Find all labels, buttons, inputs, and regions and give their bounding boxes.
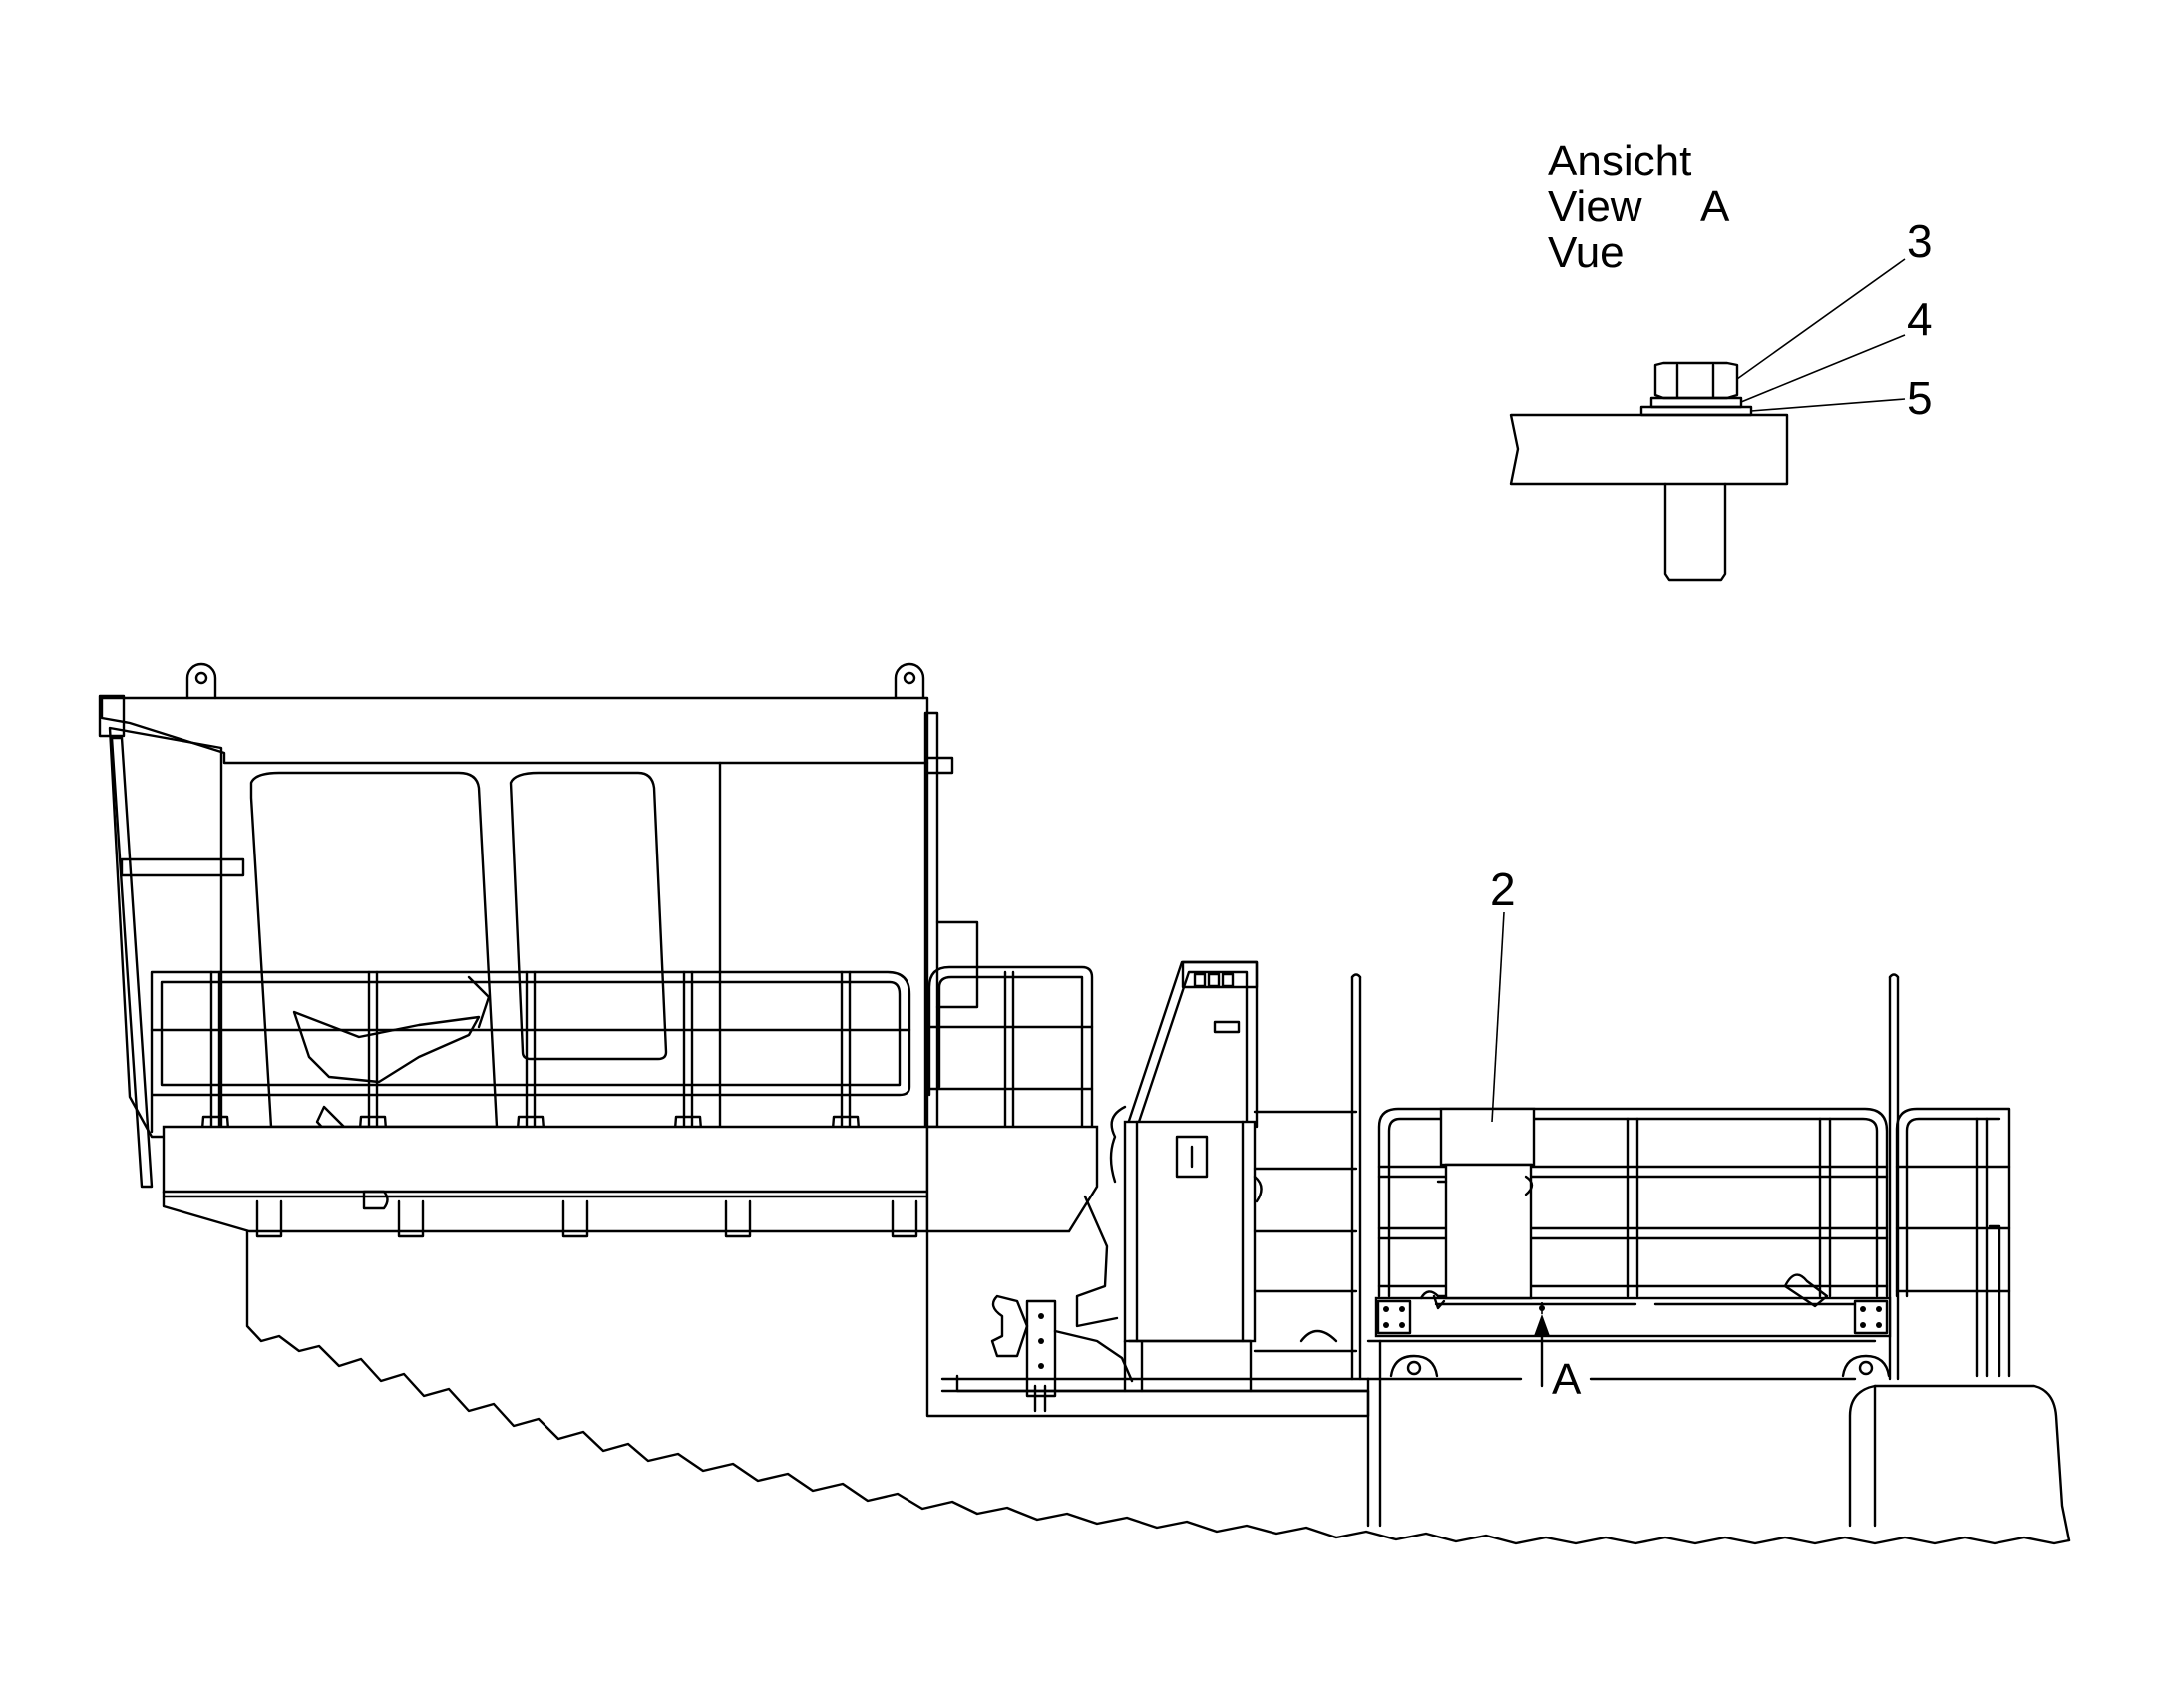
view-marker-a: A (1552, 1355, 1582, 1404)
panel-display (1213, 1020, 1241, 1034)
cab-side-handle (120, 857, 245, 877)
deck-lamp (362, 1190, 389, 1210)
column-lock (1175, 1135, 1209, 1179)
control-panel-top (1181, 960, 1259, 989)
deck-eye-left (1389, 1354, 1439, 1378)
callout-4: 4 (1907, 293, 1933, 345)
column-foot (1123, 1339, 1253, 1393)
machine-side-view: 2 A (98, 662, 2071, 1545)
deck-brackets (255, 1199, 918, 1238)
ground-break-line (245, 1229, 2071, 1545)
step-railing (1253, 1110, 1358, 1353)
mid-railing (927, 965, 1094, 1134)
end-railing (1895, 1107, 2011, 1378)
right-railing-posts (1626, 1117, 1832, 1298)
mid-railing-bars (927, 970, 1094, 1134)
stanchion-left-top (1350, 973, 1362, 979)
right-railing-bars (1377, 1165, 1889, 1288)
hydraulic-line (1053, 1329, 1134, 1383)
cover-foot (1432, 1294, 1446, 1310)
deck-clamp (1783, 1273, 1829, 1308)
support-arm (1075, 1195, 1119, 1328)
end-block (1848, 1384, 2071, 1542)
cab-rear-step (925, 756, 954, 775)
cover-top (1439, 1107, 1536, 1167)
right-platform (1253, 973, 2071, 1542)
hinge-bracket (1025, 1299, 1057, 1398)
cover-clip (1524, 1175, 1534, 1196)
column-hose-left (1109, 1105, 1127, 1184)
callout-2: 2 (1490, 863, 1516, 915)
left-railing-posts (209, 970, 852, 1134)
view-arrow-a: A (1534, 1302, 1582, 1404)
lifting-eye-left (185, 662, 217, 700)
hinge-arm (990, 1294, 1029, 1358)
leader-line-3 (1736, 258, 1906, 380)
operator-cab (98, 662, 979, 1189)
left-railing-top (150, 970, 911, 1134)
deck-eye-right (1841, 1354, 1891, 1378)
stanchion-left (1350, 975, 1362, 1381)
cab-front-wall (108, 726, 223, 1139)
right-railing-frame (1377, 1107, 1889, 1298)
control-panel-inner (1137, 970, 1249, 1124)
hinge-leg (1033, 1384, 1047, 1413)
panel-switch-1 (1193, 972, 1207, 988)
panel-switch-2 (1207, 972, 1221, 988)
central-column (1109, 960, 1263, 1393)
left-platform (150, 970, 929, 1238)
panel-switch-3 (1221, 972, 1235, 988)
column-inner (1135, 1120, 1245, 1343)
end-railing-bars (1895, 1117, 2011, 1378)
view-caption-fr: Vue (1548, 228, 1625, 277)
detail-view-a: Ansicht View Vue A 3 4 5 (1509, 137, 1933, 582)
cab-rear-block (935, 920, 979, 1009)
base-plate (940, 1377, 1370, 1393)
item-2-cover (1432, 1107, 1536, 1310)
view-caption-de: Ansicht (1548, 137, 1691, 185)
column-hose-right (1253, 1175, 1263, 1203)
cab-rear-panel (718, 761, 929, 1129)
lock-washer (1649, 396, 1743, 409)
bolt-shank (1663, 482, 1727, 582)
lifting-eye-left-hole (194, 671, 208, 685)
leader-line-2 (1491, 911, 1505, 1123)
end-railing-inner (1905, 1117, 2001, 1298)
clamped-plate (1509, 413, 1789, 486)
callout-5: 5 (1907, 372, 1933, 424)
cab-roof (100, 696, 929, 765)
seat-back (467, 975, 491, 1029)
deck-bolt-plates (1376, 1299, 1889, 1335)
lifting-eye-right (894, 662, 925, 700)
cab-front-lamp (98, 694, 126, 738)
bolt-head (1653, 361, 1739, 400)
view-caption-en: View (1548, 182, 1642, 231)
body-edge-left (1366, 1339, 1382, 1528)
column-body (1123, 1120, 1257, 1343)
callout-3: 3 (1907, 215, 1933, 267)
mid-railing-inner (937, 975, 1084, 1134)
operator-seat (292, 1010, 481, 1084)
right-railing-inner (1387, 1117, 1879, 1298)
leader-line-4 (1740, 334, 1906, 403)
cab-window-left (249, 771, 499, 1129)
stanchion-right-top (1888, 973, 1900, 979)
middle-section (925, 965, 1370, 1418)
end-strut (1988, 1224, 2001, 1378)
view-caption-letter: A (1700, 182, 1730, 231)
step-box (925, 1125, 1099, 1233)
lifting-eye-right-hole (903, 671, 916, 685)
left-deck-beam (162, 1125, 929, 1194)
step-lug (1299, 1329, 1338, 1343)
left-railing-inner (160, 980, 902, 1087)
leader-line-5 (1750, 398, 1906, 412)
cover-body (1444, 1163, 1533, 1300)
cover-left-flange (1436, 1180, 1448, 1298)
cab-front-pillar (110, 736, 154, 1189)
deck-clamp-left (1419, 1290, 1440, 1300)
